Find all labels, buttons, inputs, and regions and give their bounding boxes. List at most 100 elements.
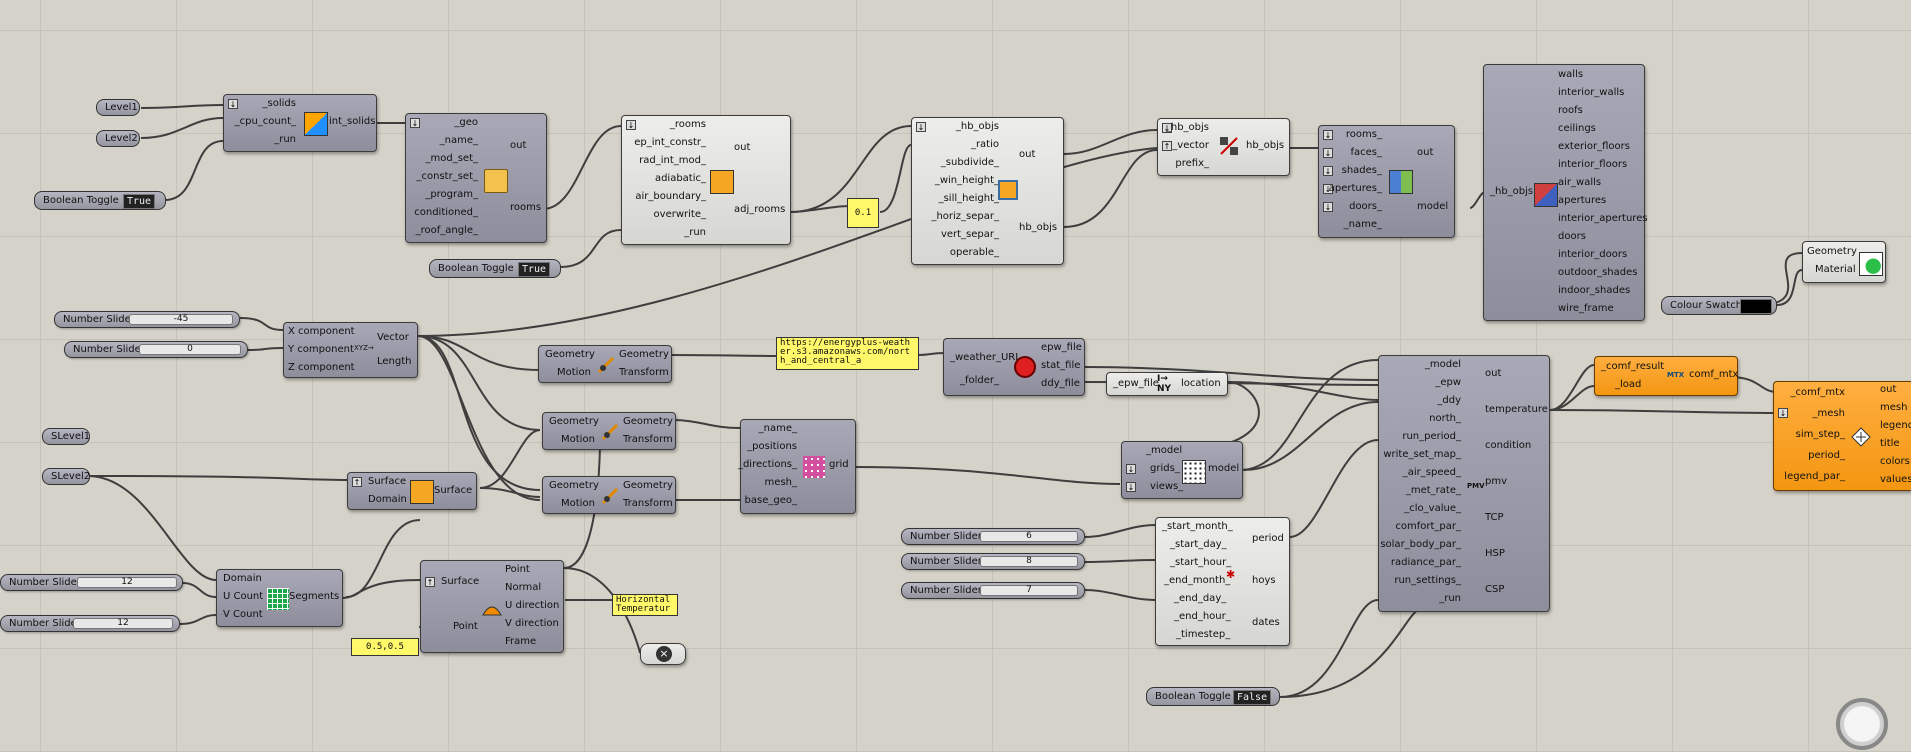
input-ratio[interactable]: _ratio [970, 139, 999, 150]
output-dates[interactable]: dates [1252, 617, 1280, 628]
input-ep-int-constr[interactable]: ep_int_constr_ [634, 137, 706, 148]
component-move-2[interactable]: Geometry Motion Geometry Transform [542, 412, 676, 450]
output-doors[interactable]: doors [1558, 231, 1586, 242]
input-shades[interactable]: shades_ [1341, 165, 1382, 176]
output-v-direction[interactable]: V direction [505, 618, 559, 629]
output-temperature[interactable]: temperature [1485, 404, 1548, 415]
input-name[interactable]: _name_ [1343, 219, 1382, 230]
input-roof-angle[interactable]: _roof_angle_ [415, 225, 478, 236]
input-end-hour[interactable]: _end_hour_ [1174, 611, 1231, 622]
input-sim-step[interactable]: sim_step_ [1795, 429, 1845, 440]
input-vector[interactable]: _vector [1172, 140, 1209, 151]
input-hb-objs[interactable]: _hb_objs [955, 121, 999, 132]
input-geo[interactable]: _geo [454, 117, 478, 128]
navigation-wheel-icon[interactable] [1836, 698, 1888, 750]
output-hsp[interactable]: HSP [1485, 548, 1505, 559]
output-transform[interactable]: Transform [619, 367, 669, 378]
panel-uv[interactable]: 0.5,0.5 [351, 638, 419, 656]
output-grid[interactable]: grid [829, 459, 849, 470]
input-geometry[interactable]: Geometry [549, 416, 599, 427]
output-model[interactable]: model [1417, 201, 1449, 212]
input-program[interactable]: _program_ [425, 189, 478, 200]
input-start-month[interactable]: _start_month_ [1162, 521, 1233, 532]
output-geometry[interactable]: Geometry [623, 416, 673, 427]
input-folder[interactable]: _folder_ [960, 375, 1000, 386]
input-subdivide[interactable]: _subdivide_ [940, 157, 999, 168]
component-pmv-comfort-map[interactable]: _model _epw _ddy north_ run_period_ writ… [1378, 355, 1550, 612]
input-surface[interactable]: Surface [441, 576, 480, 587]
output-out[interactable]: out [1485, 368, 1502, 379]
output-air-walls[interactable]: air_walls [1558, 177, 1602, 188]
component-analysis-period[interactable]: _start_month_ _start_day_ _start_hour_ _… [1155, 517, 1290, 646]
input-rooms[interactable]: _rooms [669, 119, 706, 130]
output-frame[interactable]: Frame [505, 636, 537, 647]
output-transform[interactable]: Transform [623, 498, 673, 509]
output-ddy-file[interactable]: ddy_file [1041, 378, 1080, 389]
param-slevel2[interactable]: SLevel2 [42, 468, 90, 485]
input-z[interactable]: Z component [288, 362, 355, 373]
panel-horizontal[interactable]: Horizontal Temperature [612, 594, 678, 616]
component-move-3[interactable]: Geometry Motion Geometry Transform [542, 476, 676, 514]
input-views[interactable]: views_ [1150, 481, 1184, 492]
output-geometry[interactable]: Geometry [619, 349, 669, 360]
slider-track[interactable]: 7 [980, 585, 1078, 596]
input-geometry[interactable]: Geometry [549, 480, 599, 491]
input-north[interactable]: north_ [1429, 413, 1461, 424]
output-exterior-floors[interactable]: exterior_floors [1558, 141, 1630, 152]
output-interior-walls[interactable]: interior_walls [1558, 87, 1625, 98]
input-sill-height[interactable]: _sill_height_ [938, 193, 999, 204]
panel-ratio[interactable]: 0.1 [847, 198, 879, 228]
input-name[interactable]: _name_ [758, 423, 797, 434]
component-divide-domain[interactable]: Domain U Count V Count Segments [216, 569, 343, 627]
input-positions[interactable]: _positions [747, 441, 797, 452]
input-met-rate[interactable]: _met_rate_ [1405, 485, 1461, 496]
output-model[interactable]: model [1208, 463, 1240, 474]
output-apertures[interactable]: apertures [1558, 195, 1607, 206]
output-mesh[interactable]: mesh [1880, 402, 1908, 413]
input-model[interactable]: _model [1146, 445, 1183, 456]
output-out[interactable]: out [510, 140, 527, 151]
output-pmv[interactable]: pmv [1485, 476, 1508, 487]
component-solve-adjacency[interactable]: ↓ _rooms ep_int_constr_ rad_int_mod_ adi… [621, 115, 791, 245]
slider-track[interactable]: -45 [129, 314, 233, 325]
input-mesh[interactable]: _mesh [1812, 408, 1845, 419]
component-download-weather[interactable]: _weather_URL _folder_ epw_file stat_file… [943, 338, 1085, 396]
component-construct-vector[interactable]: X component Y component Z component XYZ→… [283, 322, 418, 378]
panel-weather-url[interactable]: https://energyplus-weather.s3.amazonaws.… [776, 337, 919, 370]
output-period[interactable]: period [1252, 533, 1284, 544]
input-rad-int-mod[interactable]: rad_int_mod_ [639, 155, 706, 166]
input-start-day[interactable]: _start_day_ [1170, 539, 1227, 550]
input-legend-par[interactable]: legend_par_ [1784, 471, 1845, 482]
input-solar-body-par[interactable]: solar_body_par_ [1380, 539, 1461, 550]
input-hb-objs[interactable]: _hb_objs [1165, 122, 1209, 133]
toggle-value[interactable]: True [518, 262, 551, 277]
slider-track[interactable]: 8 [980, 556, 1078, 567]
output-stat-file[interactable]: stat_file [1041, 360, 1081, 371]
input-comf-mtx[interactable]: _comf_mtx [1790, 387, 1845, 398]
output-wire-frame[interactable]: wire_frame [1558, 303, 1614, 314]
input-motion[interactable]: Motion [561, 498, 595, 509]
input-surface[interactable]: Surface [368, 476, 407, 487]
output-adj-rooms[interactable]: adj_rooms [734, 204, 786, 215]
input-load[interactable]: _load [1615, 379, 1642, 390]
input-v-count[interactable]: V Count [223, 609, 263, 620]
component-rooms-from-solids[interactable]: ↓ _geo _name_ _mod_set_ _constr_set_ _pr… [405, 113, 547, 243]
swatch-colour[interactable] [1740, 299, 1772, 314]
output-surface[interactable]: Surface [434, 485, 473, 496]
input-run[interactable]: _run [1439, 593, 1461, 604]
input-name[interactable]: _name_ [439, 135, 478, 146]
input-y[interactable]: Y component [288, 344, 354, 355]
output-title[interactable]: title [1880, 438, 1900, 449]
number-slider-x[interactable]: Number Slider-45 [54, 311, 240, 328]
output-hb-objs[interactable]: hb_objs [1019, 222, 1058, 233]
output-normal[interactable]: Normal [505, 582, 542, 593]
output-colors[interactable]: colors [1880, 456, 1910, 467]
output-out[interactable]: out [1417, 147, 1434, 158]
input-clo-value[interactable]: _clo_value_ [1404, 503, 1461, 514]
